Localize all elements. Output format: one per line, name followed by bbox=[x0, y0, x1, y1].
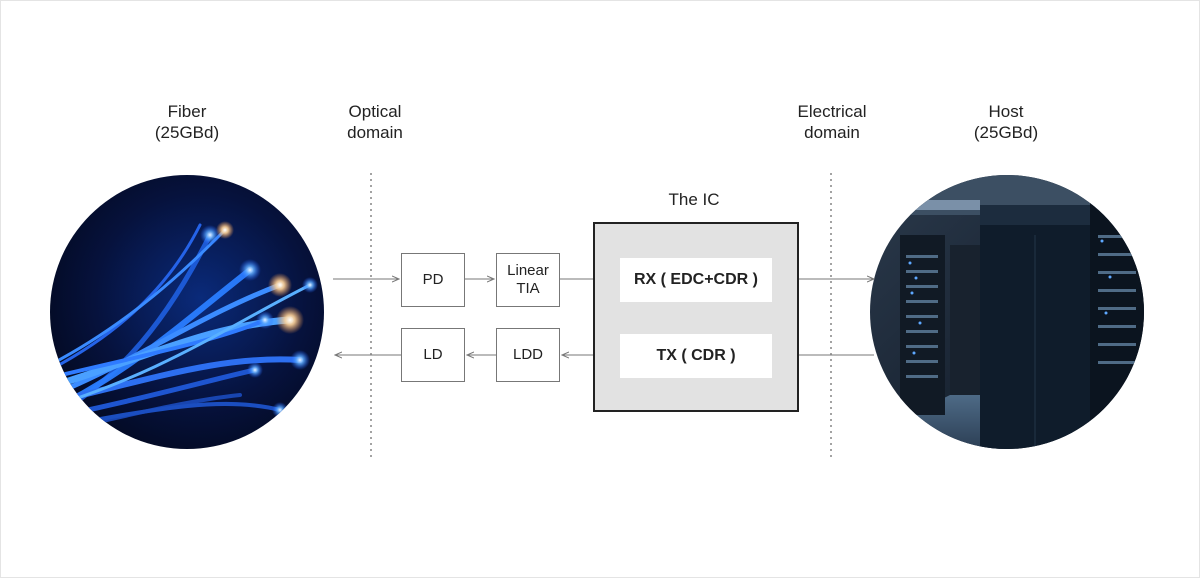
tia-label-line1: Linear bbox=[507, 262, 549, 279]
tia-label-line2: TIA bbox=[516, 280, 540, 297]
fiber-label-line2: (25GBd) bbox=[154, 123, 220, 142]
rx-label: RX ( EDC+CDR ) bbox=[633, 271, 758, 288]
optical-label-line1: Optical bbox=[348, 102, 402, 121]
electrical-label-line1: Electrical bbox=[797, 102, 867, 121]
pd-block: PD bbox=[401, 253, 465, 307]
electrical-label-line2: domain bbox=[804, 123, 860, 142]
fiber-label: Fiber (25GBd) bbox=[137, 101, 237, 143]
host-label: Host (25GBd) bbox=[956, 101, 1056, 143]
ld-block: LD bbox=[401, 328, 465, 382]
pd-label: PD bbox=[422, 271, 444, 288]
ldd-block: LDD bbox=[496, 328, 560, 382]
rx-block: RX ( EDC+CDR ) bbox=[620, 258, 772, 302]
electrical-domain-label: Electrical domain bbox=[777, 101, 887, 143]
ic-title: The IC bbox=[668, 190, 720, 209]
ic-block: RX ( EDC+CDR ) TX ( CDR ) bbox=[593, 222, 799, 412]
host-label-line2: (25GBd) bbox=[973, 123, 1039, 142]
optical-domain-label: Optical domain bbox=[325, 101, 425, 143]
fiber-label-line1: Fiber bbox=[167, 102, 207, 121]
tx-label: TX ( CDR ) bbox=[656, 347, 736, 364]
linear-tia-block: Linear TIA bbox=[496, 253, 560, 307]
tx-block: TX ( CDR ) bbox=[620, 334, 772, 378]
ldd-label: LDD bbox=[512, 346, 543, 363]
ld-label: LD bbox=[423, 346, 443, 363]
optical-label-line2: domain bbox=[347, 123, 403, 142]
host-label-line1: Host bbox=[988, 102, 1024, 121]
